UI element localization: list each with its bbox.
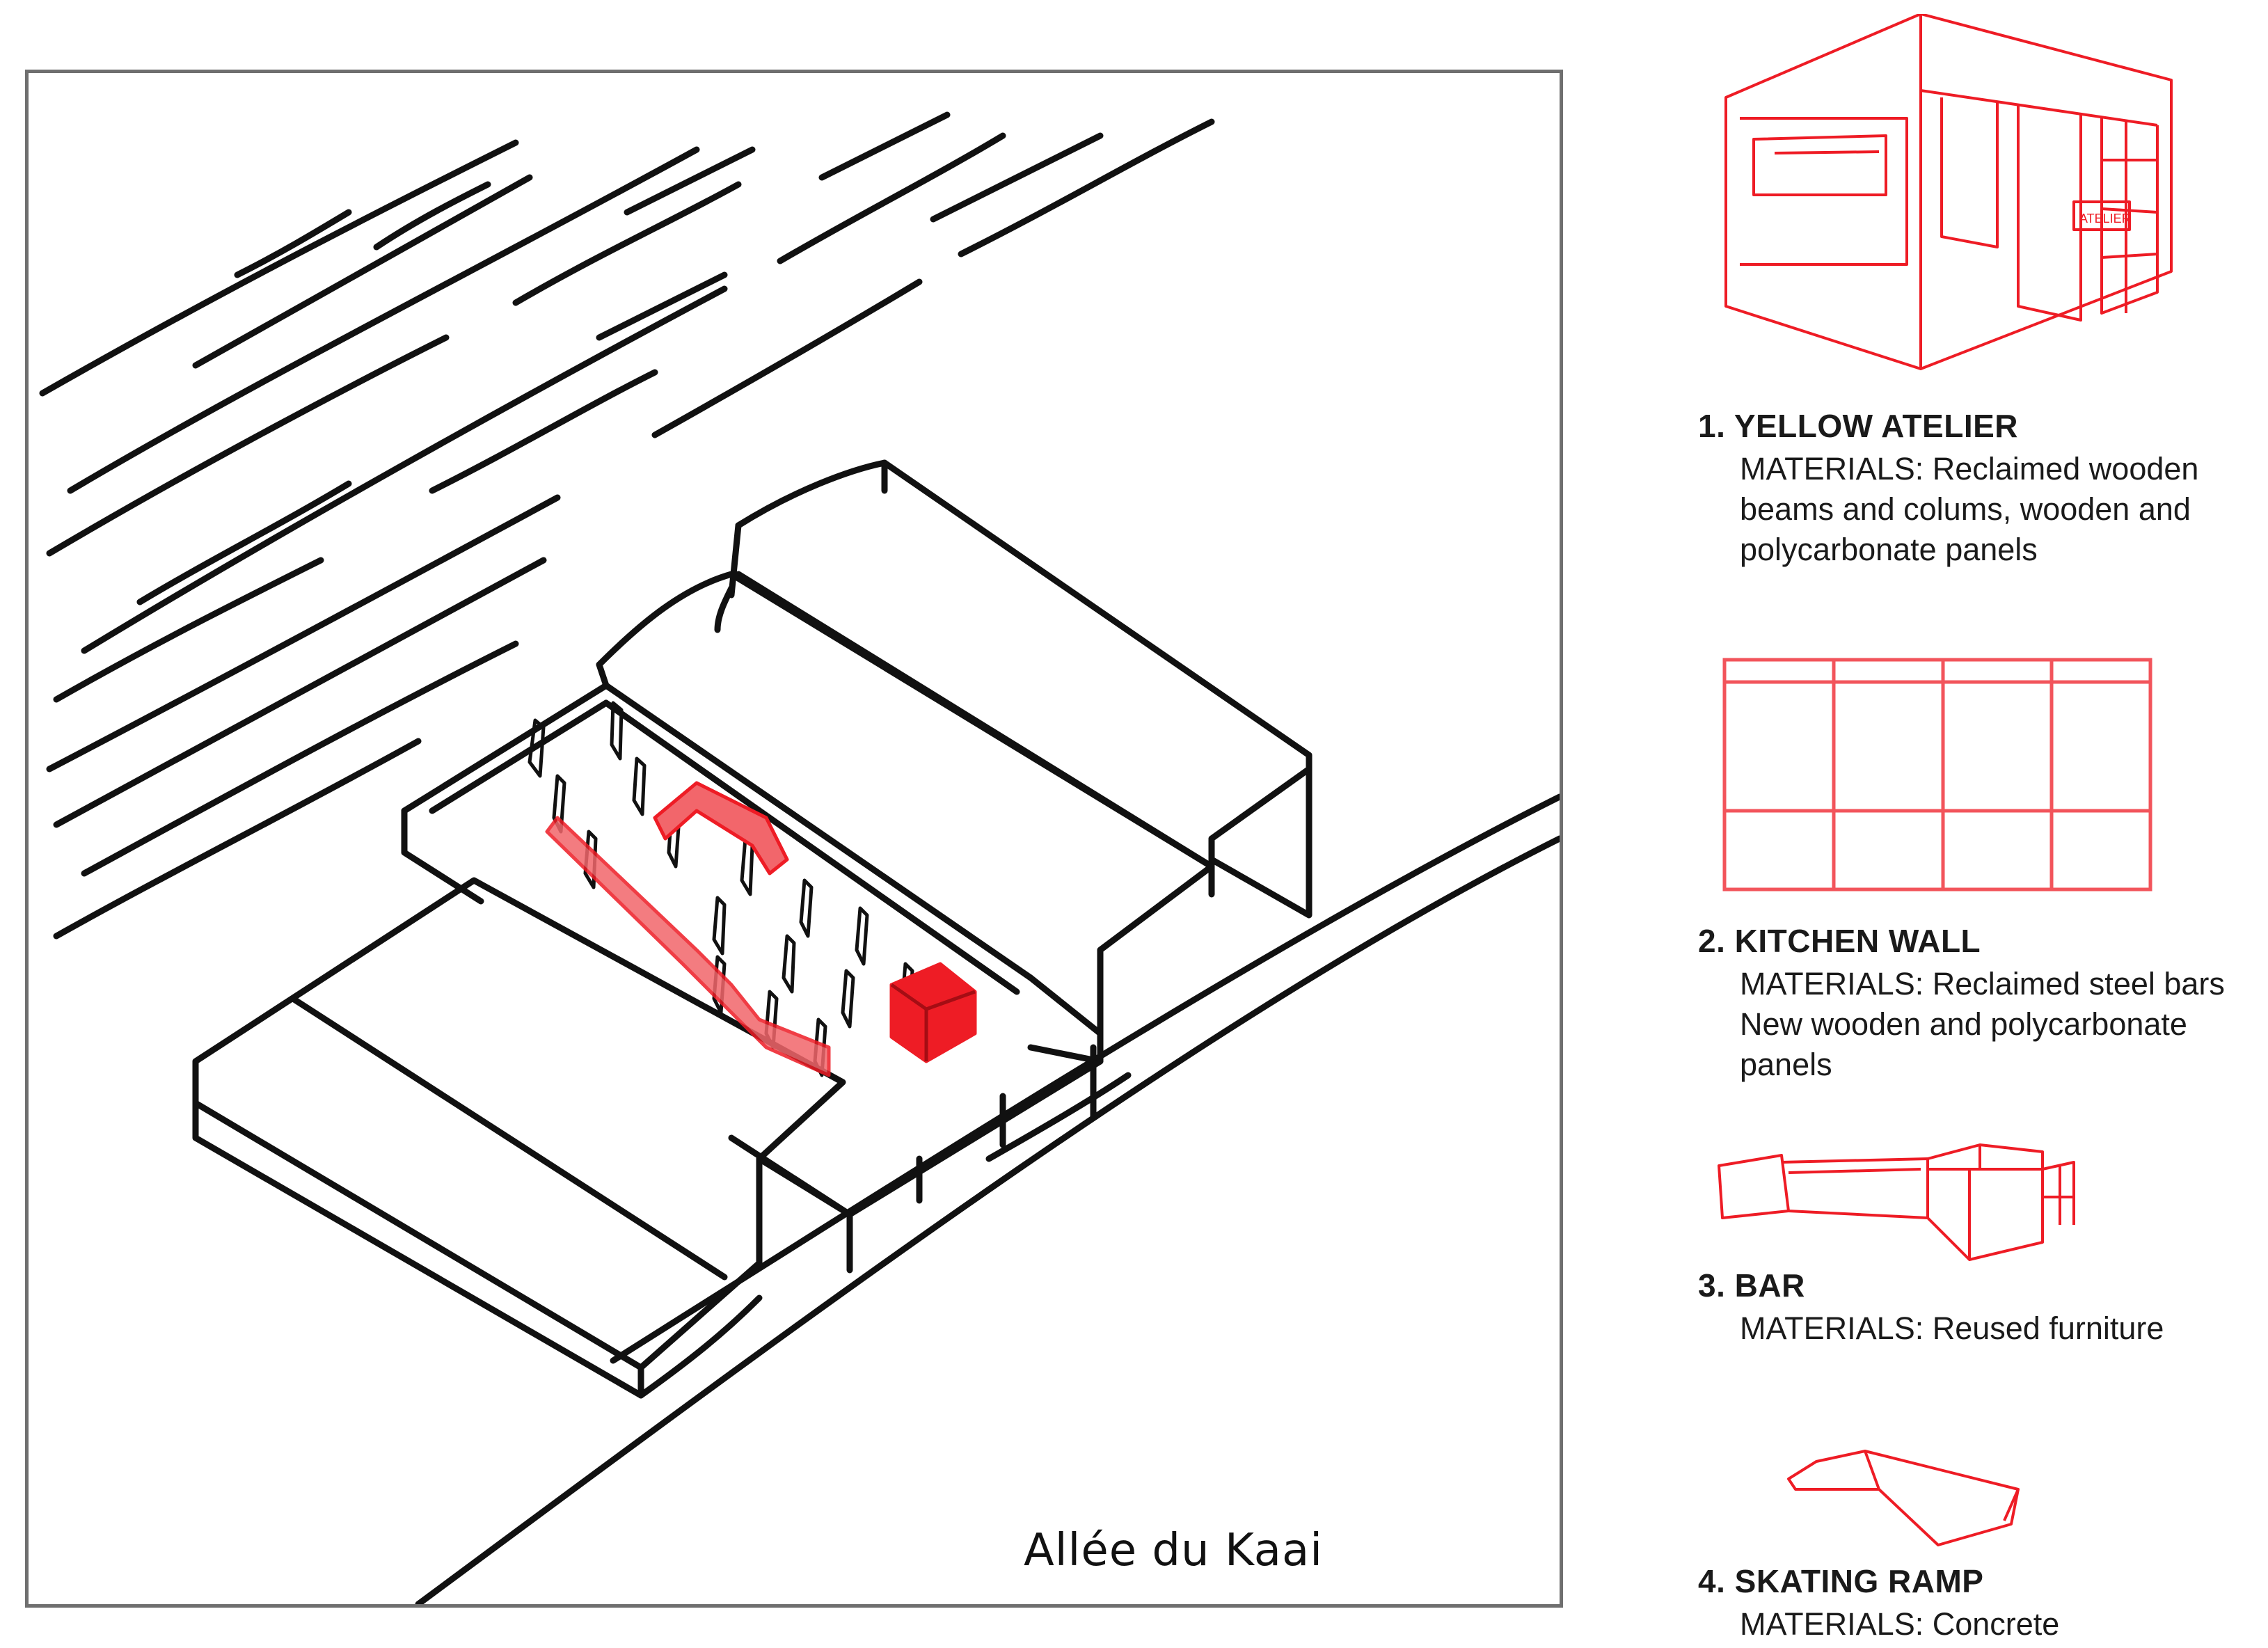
legend-desc-3: MATERIALS: Reused furniture bbox=[1740, 1310, 2164, 1346]
atelier-sketch: ATELIER bbox=[1724, 14, 2173, 370]
legend-desc-4: MATERIALS: Concrete bbox=[1740, 1606, 2060, 1642]
legend-desc-2: MATERIALS: Reclaimed steel bars New wood… bbox=[1740, 966, 2225, 1082]
courtyard-columns bbox=[528, 701, 914, 1077]
skating-ramp-sketch bbox=[1787, 1450, 2020, 1546]
street-edge-upper bbox=[610, 793, 1560, 1364]
atelier-sign: ATELIER bbox=[2079, 212, 2131, 225]
street-edge-lower bbox=[415, 835, 1560, 1604]
street-label: Allée du Kaai bbox=[1023, 1525, 1323, 1576]
legend-desc-1: MATERIALS: Reclaimed wooden beams and co… bbox=[1740, 451, 2199, 567]
yellow-atelier bbox=[889, 962, 977, 1063]
axonometric-sketch bbox=[39, 111, 1560, 1604]
bar-sketch bbox=[1718, 1143, 2075, 1261]
bar bbox=[545, 816, 831, 1077]
building-block-south bbox=[192, 877, 1104, 1399]
legend-title-3: 3. BAR bbox=[1698, 1267, 1805, 1304]
kitchen-wall-sketch bbox=[1722, 658, 2152, 892]
kitchen-wall bbox=[653, 781, 789, 876]
legend-title-2: 2. KITCHEN WALL bbox=[1698, 923, 1981, 959]
legend-title-4: 4. SKATING RAMP bbox=[1698, 1563, 1984, 1599]
legend-title-1: 1. YELLOW ATELIER bbox=[1698, 408, 2019, 444]
water-lines bbox=[39, 111, 1215, 940]
site-plan-frame: Allée du Kaai bbox=[25, 70, 1563, 1608]
highlighted-elements bbox=[545, 781, 977, 1077]
building-block-middle bbox=[596, 571, 1215, 1065]
courtyard bbox=[401, 682, 1104, 1120]
